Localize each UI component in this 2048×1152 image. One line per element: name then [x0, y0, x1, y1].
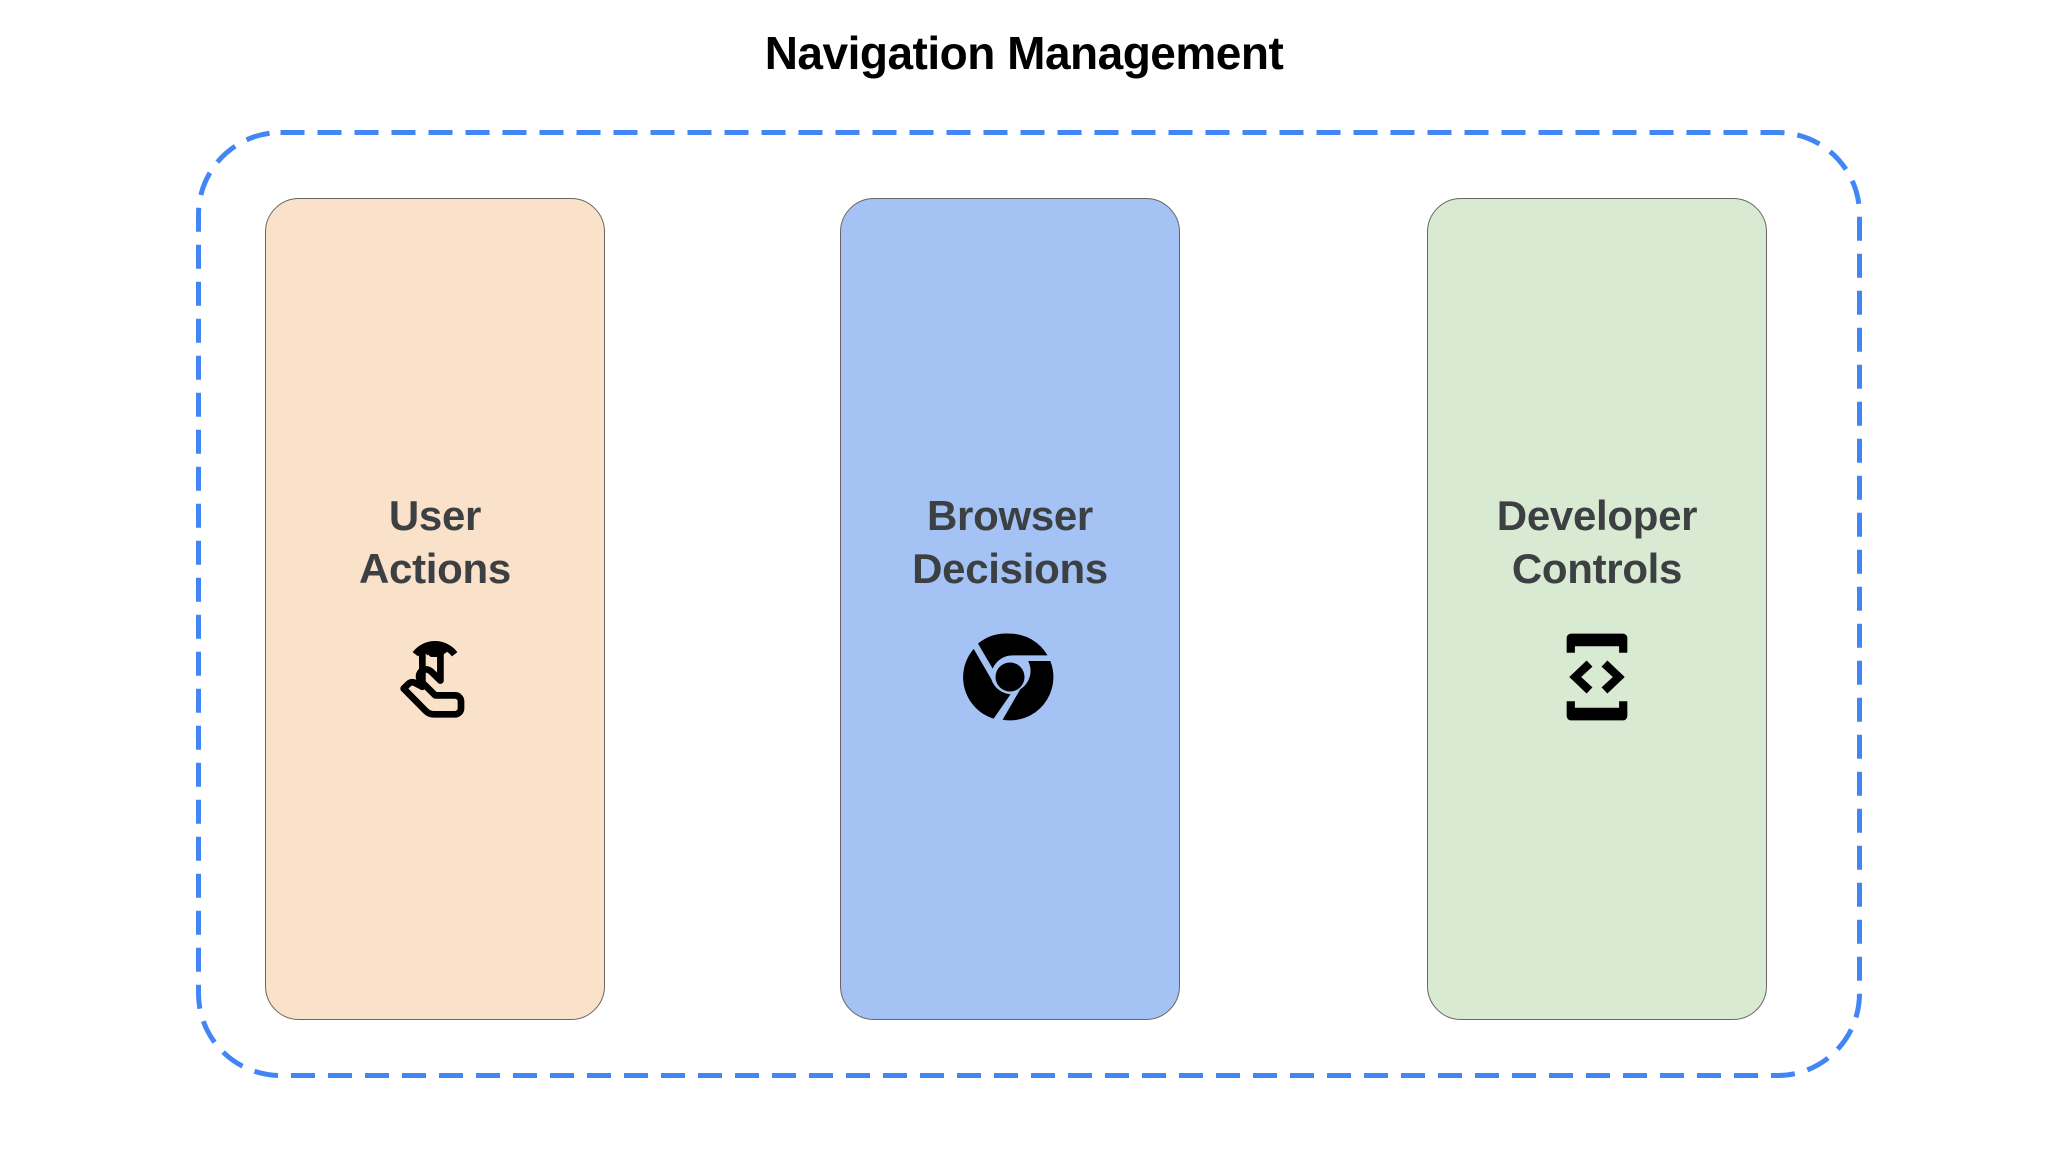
- cards-row: User Actions Browser Decisions: [196, 198, 1862, 1020]
- touch-gesture-icon: [383, 625, 487, 729]
- card-browser-decisions[interactable]: Browser Decisions: [840, 198, 1180, 1020]
- developer-mode-device-icon: [1545, 625, 1649, 729]
- dashed-group-container: [196, 130, 1862, 1078]
- card-user-actions[interactable]: User Actions: [265, 198, 605, 1020]
- card-title-developer-controls: Developer Controls: [1496, 491, 1698, 592]
- card-developer-controls[interactable]: Developer Controls: [1427, 198, 1767, 1020]
- card-title-browser-decisions: Browser Decisions: [912, 491, 1108, 592]
- card-title-user-actions: User Actions: [359, 491, 511, 592]
- chrome-browser-icon: [958, 625, 1062, 729]
- dashed-border-rect: [196, 130, 1862, 1078]
- page-title: Navigation Management: [764, 27, 1284, 79]
